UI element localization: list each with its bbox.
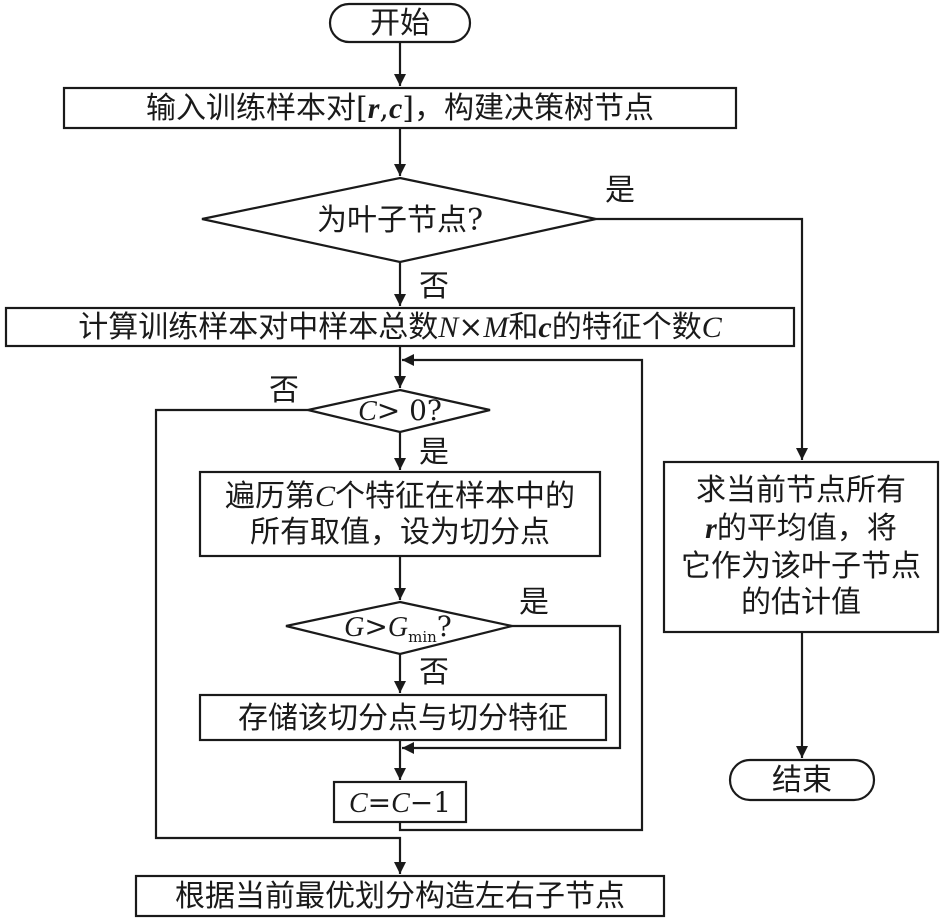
edge-leafq-yes-to-leafbox [596,217,808,460]
leaf-value-line4: 的估计值 [741,585,861,620]
compute-label: 计算训练样本对中样本总数N×M和c的特征个数C [78,310,722,345]
decrement-label: C=C−1 [349,786,451,819]
edge-labels: 是 否 否 是 是 否 [269,173,635,690]
traverse-process-node: 遍历第C个特征在样本中的 所有取值，设为切分点 [198,470,602,558]
gain-condition-label: G>Gmin? [344,610,452,646]
label-leaf-yes: 是 [605,173,635,208]
gain-decision-node: G>Gmin? [285,600,513,656]
edge-gain-yes-loop [402,624,622,754]
traverse-label-line1: 遍历第C个特征在样本中的 [225,479,575,514]
input-process-node: 输入训练样本对[r,c]，构建决策树节点 [62,86,738,130]
leaf-value-line3: 它作为该叶子节点 [681,549,921,584]
compute-process-node: 计算训练样本对中样本总数N×M和c的特征个数C [4,306,796,348]
build-process-node: 根据当前最优划分构造左右子节点 [134,874,666,918]
decrement-process-node: C=C−1 [332,780,468,824]
start-label: 开始 [370,6,430,41]
store-label: 存储该切分点与切分特征 [238,701,568,736]
end-node: 结束 [728,758,876,802]
store-process-node: 存储该切分点与切分特征 [198,693,608,742]
leaf-value-process-node: 求当前节点所有 r的平均值，将 它作为该叶子节点 的估计值 [662,460,940,634]
connectors [154,42,808,874]
label-count-yes: 是 [419,435,449,470]
build-label: 根据当前最优划分构造左右子节点 [175,879,625,914]
label-count-no: 否 [269,373,299,408]
count-condition-label: C> 0? [358,394,442,427]
input-label: 输入训练样本对[r,c]，构建决策树节点 [146,91,654,126]
edge-decrement-loop-back [398,354,644,832]
label-gain-no: 否 [419,655,449,690]
label-leaf-no: 否 [419,269,449,304]
leaf-value-line1: 求当前节点所有 [696,473,906,508]
leaf-question-label: 为叶子节点? [317,203,483,238]
leaf-value-line2: r的平均值，将 [705,511,897,546]
start-node: 开始 [328,2,472,44]
count-decision-node: C> 0? [307,388,491,434]
edge-cond-no-to-build [154,408,406,874]
leaf-decision-node: 为叶子节点? [201,176,597,264]
end-label: 结束 [772,763,832,798]
traverse-label-line2: 所有取值，设为切分点 [250,515,550,550]
label-gain-yes: 是 [519,585,549,620]
